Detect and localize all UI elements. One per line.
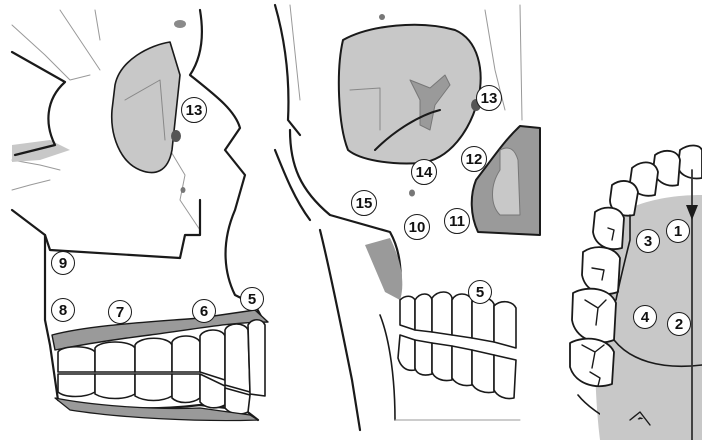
marker-9: 9 [51, 251, 75, 275]
foramen-dot [174, 20, 186, 28]
suture-line [290, 5, 300, 100]
suture-line [12, 25, 90, 80]
suture-line [60, 10, 100, 70]
lateral-skull-view [12, 10, 268, 421]
marker-7: 7 [108, 300, 132, 324]
marker-13-lateral: 13 [181, 97, 207, 123]
marker-6: 6 [192, 299, 216, 323]
marker-5-frontal: 5 [468, 280, 492, 304]
suture-line [12, 180, 50, 190]
suture-line [12, 160, 60, 170]
foramen-dot [171, 130, 181, 142]
frontal-upper-teeth [400, 292, 516, 348]
palatal-view [570, 145, 702, 440]
marker-11: 11 [444, 208, 470, 234]
marker-4: 4 [633, 305, 657, 329]
foramen-dot [409, 190, 415, 197]
zygomatic-shade [12, 140, 70, 162]
marker-12: 12 [461, 146, 487, 172]
marker-13-frontal: 13 [476, 85, 502, 111]
marker-8: 8 [51, 298, 75, 322]
nasal-bone [275, 5, 300, 135]
orbit-region [112, 42, 180, 173]
suture-line [95, 10, 100, 40]
marker-1: 1 [666, 219, 690, 243]
marker-2: 2 [667, 312, 691, 336]
marker-10: 10 [404, 214, 430, 240]
marker-15: 15 [351, 190, 377, 216]
suture-line [520, 5, 522, 120]
orbit-region [339, 25, 481, 164]
marker-14: 14 [411, 159, 437, 185]
marker-3: 3 [636, 229, 660, 253]
marker-5-lateral: 5 [240, 287, 264, 311]
foramen-dot [379, 14, 385, 20]
foramen-dot [181, 187, 186, 193]
frontal-lower-teeth [398, 335, 516, 399]
